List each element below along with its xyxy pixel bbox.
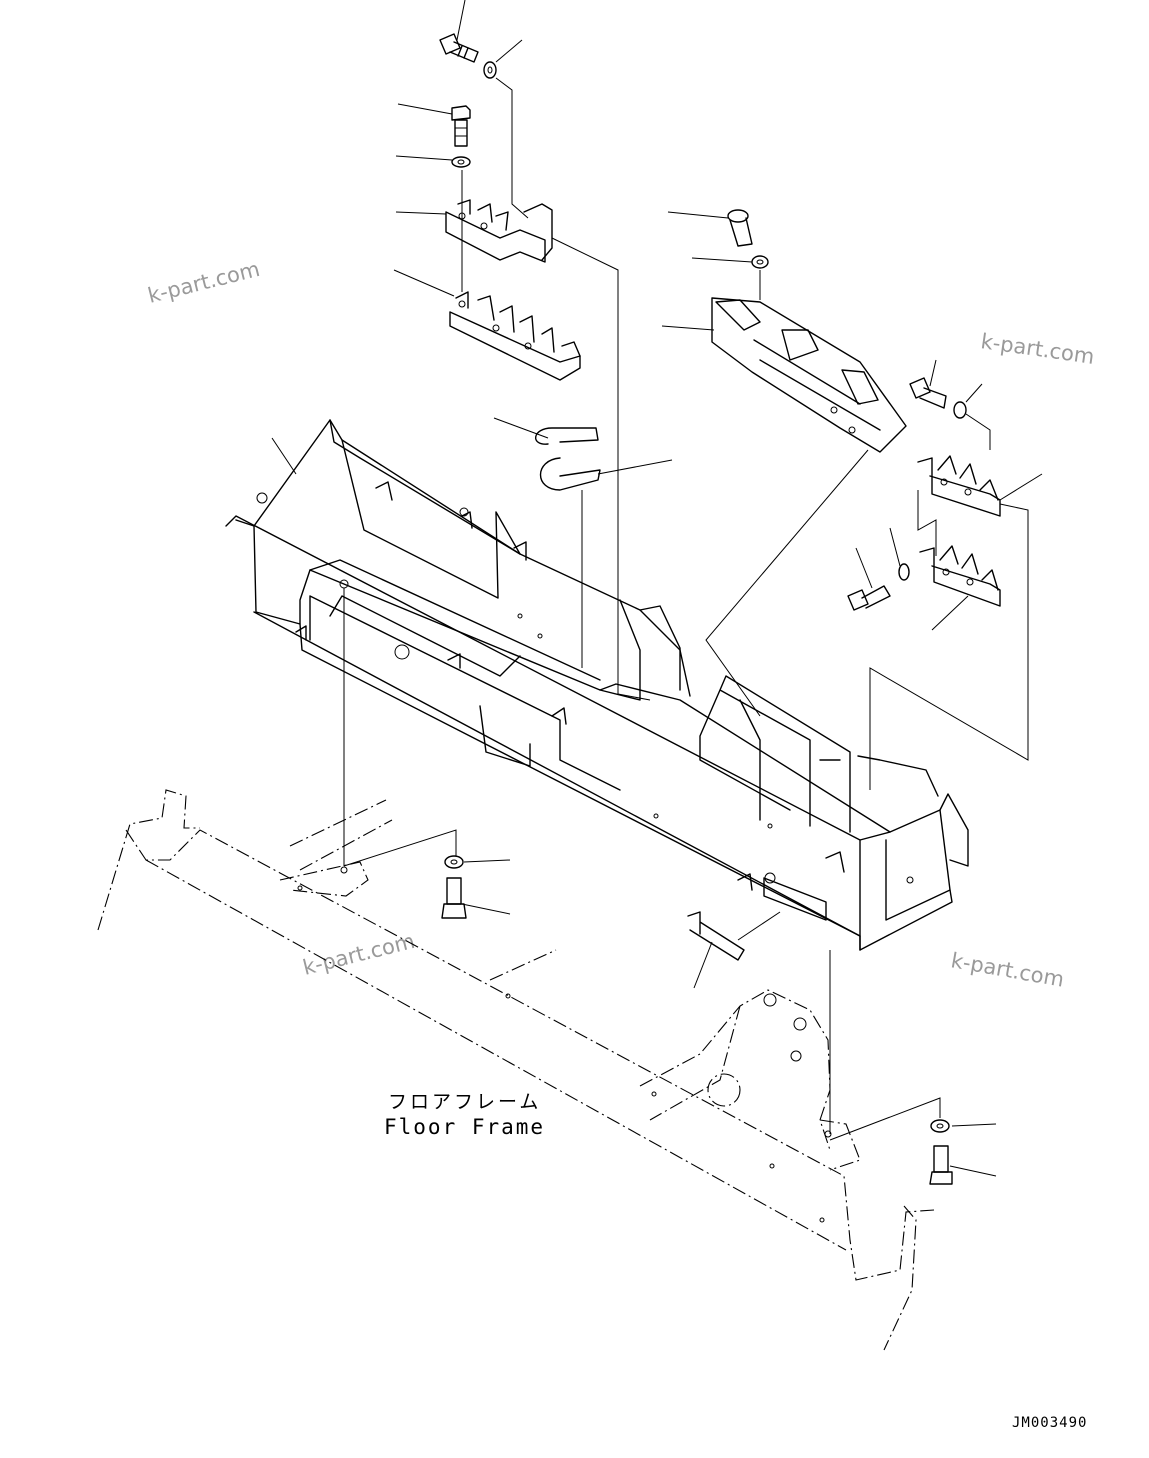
washer-icon	[483, 61, 497, 79]
bolt-icon	[909, 377, 947, 409]
floor-frame-outline	[97, 789, 935, 1351]
frame-icon	[225, 419, 969, 951]
floor-frame-label-jp: フロアフレーム	[388, 1091, 541, 1113]
pin-icon	[687, 911, 745, 961]
bracket-icon	[917, 455, 1001, 517]
drawing-code: JM003490	[1012, 1415, 1087, 1431]
bolt-icon	[929, 1145, 953, 1185]
floor-frame-label-en: Floor Frame	[384, 1115, 545, 1139]
bracket-icon	[449, 291, 581, 381]
bolt-icon	[847, 585, 891, 611]
watermark-2: k-part.com	[979, 329, 1096, 369]
bracket-icon	[919, 545, 1001, 607]
bolt-icon	[439, 33, 479, 63]
washer-icon	[898, 563, 910, 581]
washer-icon	[953, 401, 967, 419]
bolt-icon	[441, 877, 467, 919]
cover-icon	[711, 297, 907, 453]
bolt-icon	[451, 105, 471, 147]
watermark-3: k-part.com	[300, 929, 417, 980]
washer-icon	[444, 855, 464, 869]
washer-icon	[930, 1119, 950, 1133]
washer-icon	[751, 255, 769, 269]
watermark-1: k-part.com	[145, 257, 262, 308]
pin-icon	[535, 427, 601, 491]
bolt-icon	[727, 209, 753, 247]
washer-icon	[451, 156, 471, 168]
watermark-4: k-part.com	[949, 948, 1066, 991]
